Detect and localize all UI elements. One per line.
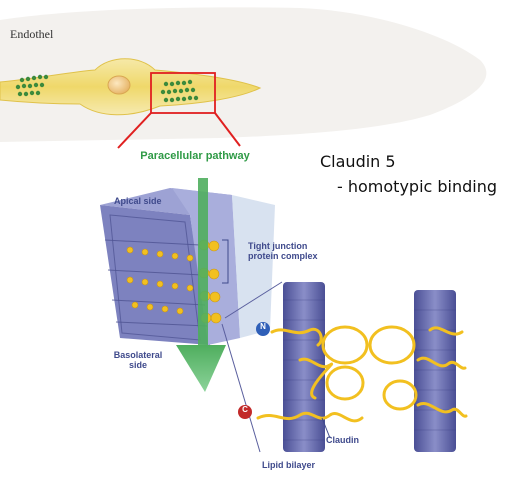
claudin-title: Claudin 5	[320, 152, 396, 171]
claudin-label: Claudin	[326, 435, 359, 445]
lipid-bilayer-label: Lipid bilayer	[262, 460, 316, 470]
paracellular-pathway-label: Paracellular pathway	[140, 150, 250, 162]
claudin-pointer	[321, 417, 331, 439]
claudin-proteins	[256, 325, 468, 423]
lipid-bilayer	[283, 282, 456, 452]
c-terminus-marker	[238, 405, 252, 419]
basolateral-side-label: Basolateral side	[113, 350, 163, 370]
endothelial-cell	[0, 7, 487, 143]
tight-junction-label: Tight junction protein complex	[248, 241, 318, 261]
tight-junction-illustration	[100, 188, 275, 345]
paracellular-arrow	[176, 178, 226, 392]
n-terminus-label: N	[260, 322, 266, 331]
cell-label: Endothel	[10, 27, 54, 41]
n-terminus-marker	[256, 322, 270, 336]
c-terminus-label: C	[242, 405, 248, 414]
claudin-subtitle: - homotypic binding	[337, 177, 498, 196]
apical-side-label: Apical side	[114, 196, 162, 206]
zoom-indicator	[117, 72, 241, 149]
